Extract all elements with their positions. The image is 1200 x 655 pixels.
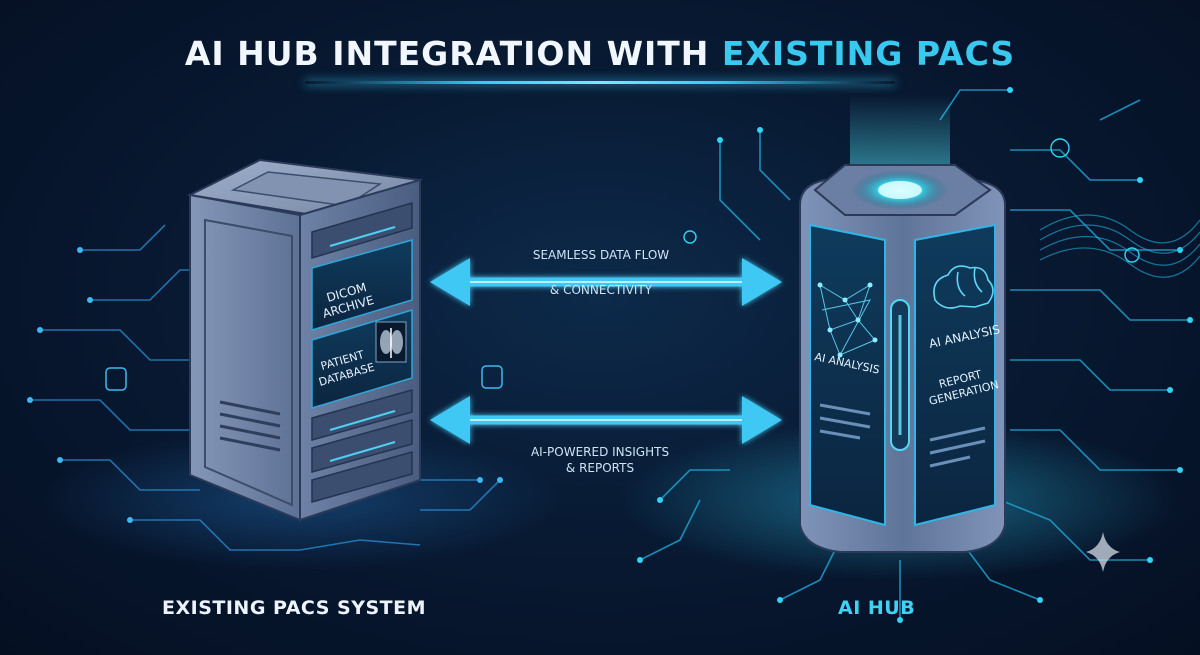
circuit-nodes-right <box>637 87 1193 623</box>
neural-network-nodes <box>817 282 878 358</box>
pacs-drive-bay <box>311 451 413 503</box>
xray-chest-icon <box>375 321 407 363</box>
circuit-traces-left <box>30 224 501 551</box>
circuit-node-icon <box>1050 138 1070 158</box>
data-wave-lines <box>1039 214 1200 278</box>
hub-left-screen <box>809 223 886 527</box>
bottom-flow-label-line1: AI-POWERED INSIGHTS <box>531 445 669 459</box>
hub-right-text-lines <box>929 426 986 468</box>
pacs-drive-led <box>329 410 396 431</box>
ai-hub-device <box>799 95 1006 553</box>
pacs-server <box>186 158 423 522</box>
circuit-traces-right <box>639 89 1190 620</box>
bottom-bidirectional-arrow <box>430 396 782 444</box>
brain-icon <box>933 265 994 309</box>
pacs-server-lid <box>230 171 383 207</box>
pacs-server-side <box>189 193 301 522</box>
top-bidirectional-arrow <box>430 258 782 306</box>
pacs-side-panel <box>204 218 293 507</box>
circuit-node-icon <box>1124 247 1140 263</box>
pacs-drive-led <box>329 226 396 247</box>
circuit-node-icon <box>481 365 503 389</box>
circuit-node-icon <box>683 230 697 244</box>
top-flow-label-line1: SEAMLESS DATA FLOW <box>533 248 669 262</box>
pacs-side-vents <box>219 400 281 452</box>
pacs-caption: EXISTING PACS SYSTEM <box>162 597 426 619</box>
hub-caption: AI HUB <box>838 597 916 619</box>
bottom-flow-label-line2: & REPORTS <box>566 461 634 475</box>
pacs-drive-led <box>329 441 396 462</box>
top-flow-label-line2: & CONNECTIVITY <box>550 283 653 297</box>
hub-core <box>878 181 922 199</box>
title-main: AI HUB INTEGRATION WITH <box>184 34 722 73</box>
title-underline <box>305 81 895 84</box>
sparkle-icon <box>1086 532 1120 572</box>
circuit-node-icon <box>105 367 127 391</box>
title-accent: EXISTING PACS <box>721 34 1016 73</box>
dicom-archive-panel <box>311 239 413 332</box>
hub-left-text-lines <box>819 403 871 440</box>
page-title: AI HUB INTEGRATION WITH EXISTING PACS <box>0 34 1200 73</box>
circuit-nodes-left <box>27 247 503 523</box>
